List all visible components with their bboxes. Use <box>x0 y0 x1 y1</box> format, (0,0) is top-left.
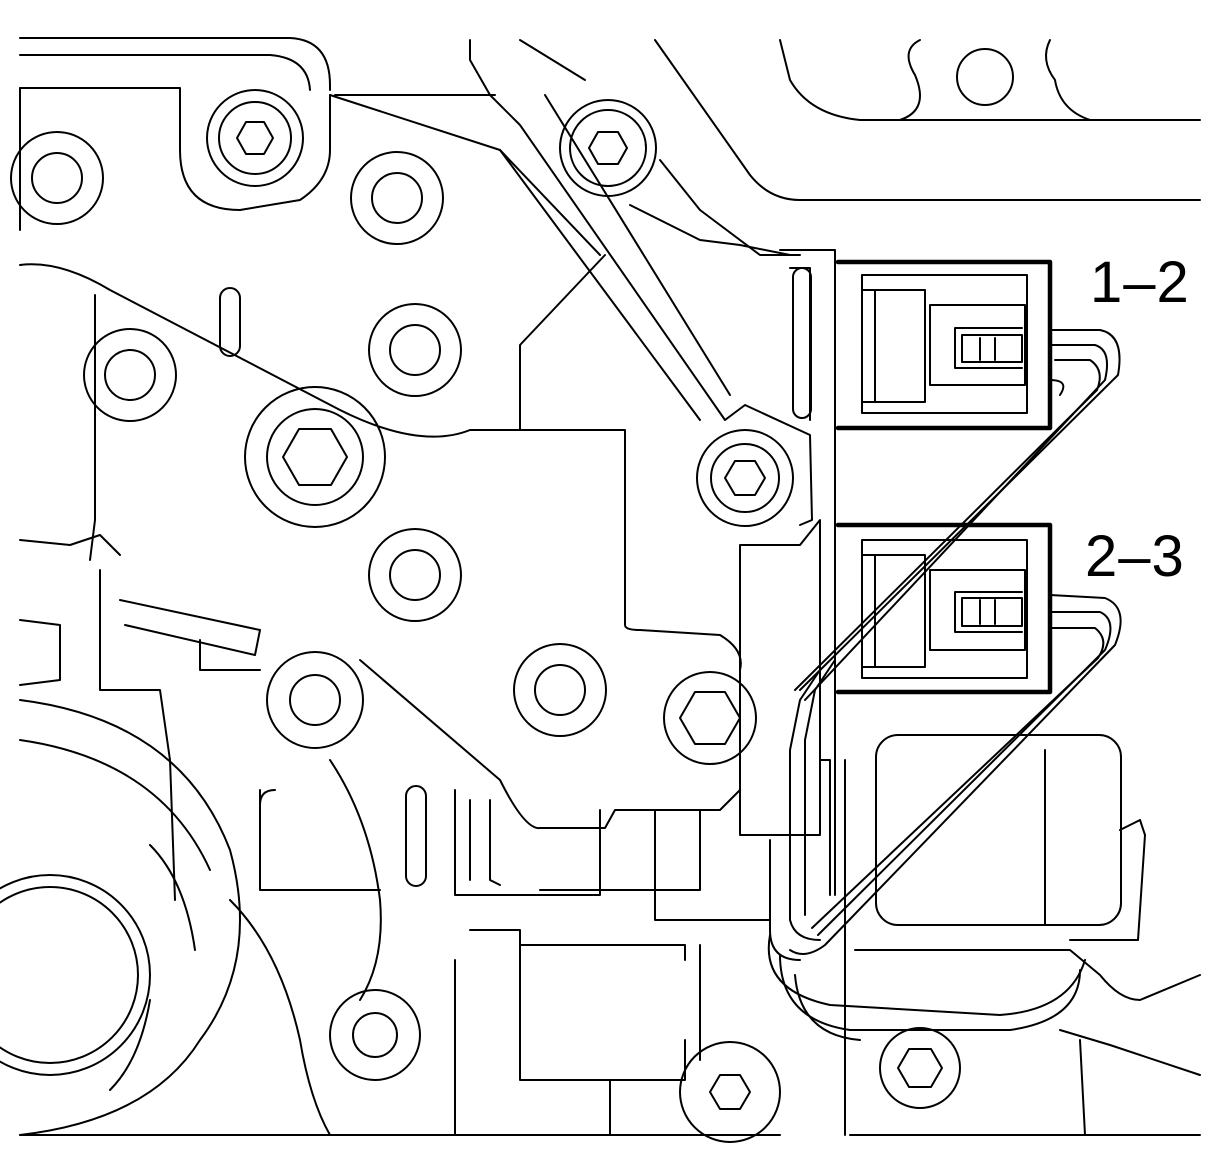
bolt-top-left <box>206 89 304 187</box>
hole-4 <box>368 303 462 397</box>
callout-label-1-2: 1–2 <box>1090 250 1190 315</box>
retainer-bar <box>739 249 836 896</box>
hole-3 <box>83 328 177 422</box>
bolt-bottom-center <box>679 1041 781 1143</box>
main-valve-plate <box>19 254 742 830</box>
solenoid-2-3 <box>835 522 1053 695</box>
callout-label-2-3: 2–3 <box>1085 524 1185 589</box>
diagonal-bracket <box>469 39 1201 526</box>
right-lower-block <box>844 734 1201 1136</box>
bolt-top-center <box>559 99 657 197</box>
hole-5 <box>368 528 462 622</box>
bolt-center <box>244 386 386 528</box>
hole-7 <box>266 651 364 749</box>
bolt-bracket <box>696 429 794 527</box>
upper-right-housing <box>899 39 1091 121</box>
bolt-holes <box>10 131 607 1081</box>
hole-2 <box>350 151 444 245</box>
hole-1 <box>10 131 104 225</box>
lower-left-housing <box>0 569 382 1136</box>
upper-left-plate <box>19 37 601 256</box>
hole-6 <box>513 643 607 737</box>
hole-8 <box>329 989 421 1081</box>
bolt-bottom-right <box>879 1027 961 1109</box>
solenoid-1-2 <box>835 259 1053 431</box>
bolt-lower <box>663 671 757 765</box>
slots <box>219 267 812 887</box>
lower-passages <box>19 789 781 1136</box>
wire-harness <box>767 329 1122 1041</box>
bolts <box>206 89 961 1143</box>
